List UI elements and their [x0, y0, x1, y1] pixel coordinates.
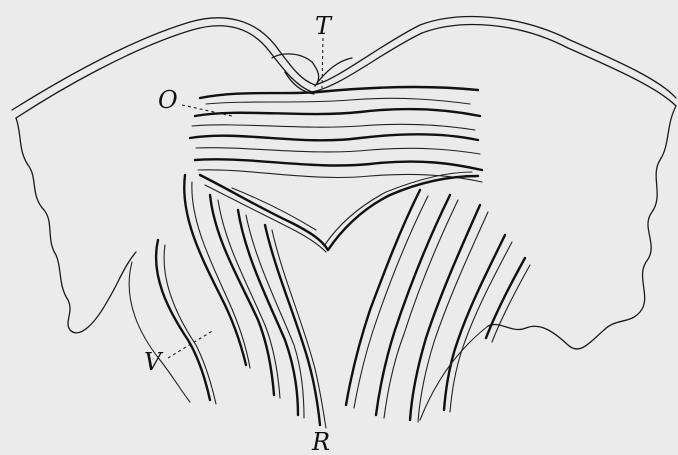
right-folds: [346, 190, 530, 422]
label-O: O: [158, 86, 178, 114]
leader-T: [322, 38, 323, 88]
leader-V: [168, 330, 214, 358]
label-R: R: [311, 428, 330, 455]
outer-outline: [12, 17, 676, 349]
central-funnel: [200, 172, 478, 252]
label-V: V: [144, 348, 164, 376]
label-T: T: [315, 12, 333, 40]
left-folds: [129, 175, 326, 428]
upper-folds: [190, 87, 482, 182]
